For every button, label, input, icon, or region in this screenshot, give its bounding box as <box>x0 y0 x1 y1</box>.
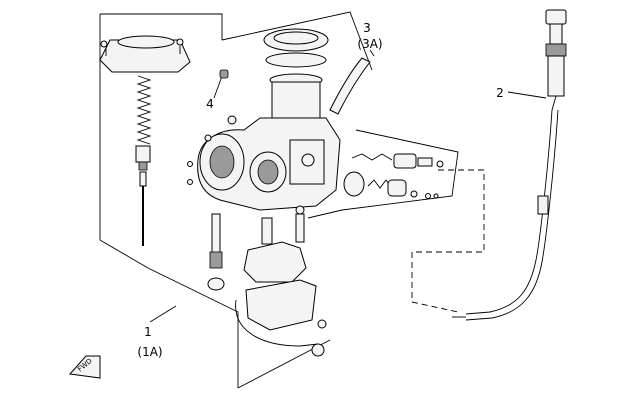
side-components <box>343 153 444 199</box>
leader-lines <box>149 49 547 323</box>
carburetor-body <box>187 115 341 211</box>
top-cover-and-needle <box>99 35 191 246</box>
callout-4: 4 <box>206 97 214 111</box>
throttle-cap-assembly <box>263 28 371 121</box>
callout-1: 1 <box>144 325 152 339</box>
float-bowl-components <box>207 205 327 357</box>
callout-3a: (3A) <box>357 37 382 51</box>
throttle-cable <box>411 9 567 321</box>
fwd-arrow: FWD <box>69 355 101 379</box>
callout-3: 3 <box>363 21 371 35</box>
callout-1a: (1A) <box>137 345 162 359</box>
callout-2: 2 <box>496 86 504 100</box>
carburetor-assembly-outline <box>99 11 459 389</box>
